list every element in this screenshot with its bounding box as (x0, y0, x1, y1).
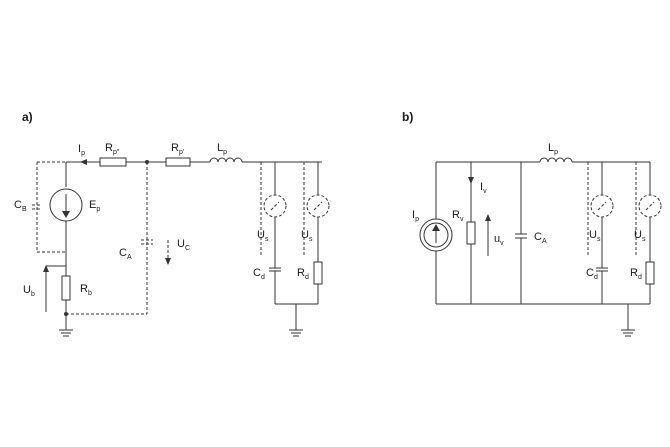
inductor-lp-b (539, 157, 573, 163)
label-rp-double-prime: Rp" (105, 142, 120, 156)
label-rd-b: Rd (630, 267, 642, 281)
us-source-b2-slash (645, 201, 655, 211)
us-source-b1-slash (597, 201, 607, 211)
label-rv: Rv (452, 209, 464, 223)
label-us-a1: Us (257, 229, 269, 243)
resistor-rp-prime (165, 157, 191, 167)
resistor-rb (61, 275, 71, 301)
label-us-a2: Us (301, 229, 313, 243)
label-rb: Rb (80, 283, 92, 297)
resistor-rd-b (645, 261, 655, 285)
current-arrow-ip (80, 159, 87, 165)
inductor-lp-a (209, 157, 243, 163)
label-ep: Ep (89, 199, 100, 213)
us-source-a2-slash (313, 201, 323, 211)
us-source-a1-slash (270, 201, 280, 211)
iv-arrow-head (468, 177, 474, 184)
label-ub: Ub (23, 284, 35, 298)
uc-arrow-head (165, 258, 171, 265)
label-uv: uv (494, 233, 504, 247)
source-ip-inner (423, 222, 449, 248)
label-iv: Iv (480, 181, 487, 195)
label-ip-b: Ip (412, 209, 419, 223)
resistor-rv (466, 221, 476, 245)
label-cb: CB (14, 199, 27, 213)
diagram-b: b) (402, 110, 662, 337)
source-ip-arrow-head (432, 224, 440, 231)
diagram-a: a) (14, 110, 330, 337)
label-us-b1: Us (589, 229, 601, 243)
panel-label-b: b) (402, 110, 413, 124)
uv-arrow-head (485, 214, 491, 221)
label-ca-b: CA (534, 231, 547, 245)
label-cd-b: Cd (586, 267, 598, 281)
label-rp-prime: Rp' (171, 142, 184, 156)
label-ip-a: Ip (78, 143, 85, 157)
source-ep-arrow-head (62, 211, 70, 218)
label-uc: UC (177, 238, 190, 252)
resistor-rd-a (313, 261, 323, 285)
label-lp-b: Lp (548, 142, 558, 156)
resistor-rp-double-prime (99, 157, 127, 167)
label-rd-a: Rd (297, 267, 309, 281)
panel-label-a: a) (22, 110, 33, 124)
ub-arrow-head (43, 265, 49, 272)
label-cd-a: Cd (253, 267, 265, 281)
label-lp-a: Lp (217, 142, 227, 156)
label-us-b2: Us (634, 229, 646, 243)
label-ca-a: CA (119, 247, 132, 261)
